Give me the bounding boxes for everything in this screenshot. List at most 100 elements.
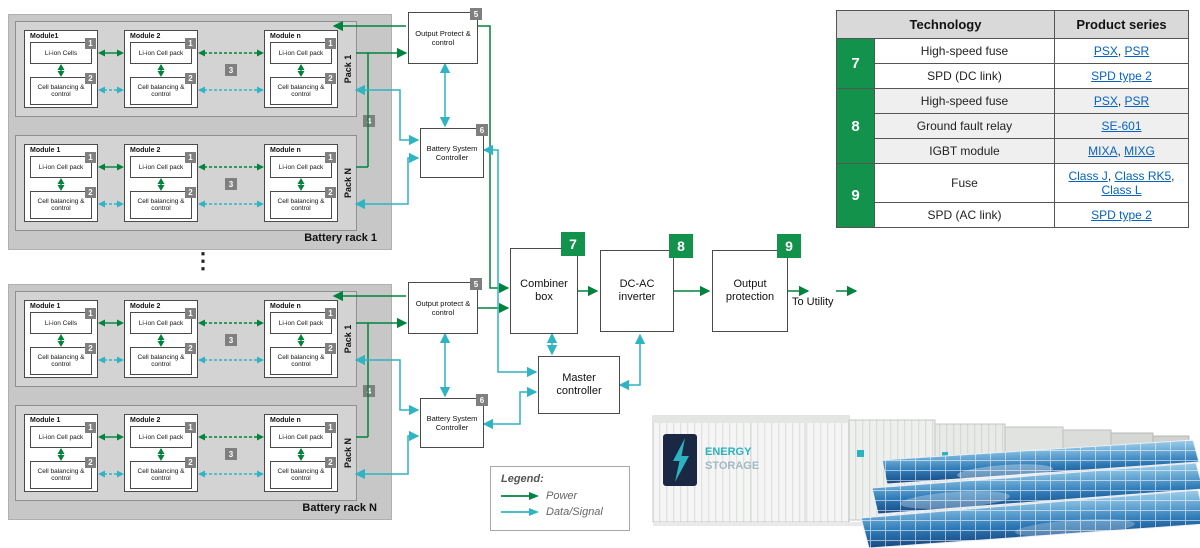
module-connector: 3 <box>198 300 264 378</box>
product-link[interactable]: Class L <box>1101 183 1142 197</box>
signal-link-arrow <box>98 356 124 364</box>
cell-label: Li-ion Cell pack <box>138 433 184 441</box>
badge-1: 1 <box>325 152 336 163</box>
solar-panels <box>860 439 1200 548</box>
signal-line <box>618 333 646 391</box>
badge-6: 6 <box>476 394 488 406</box>
product-link[interactable]: Class RK5 <box>1114 169 1172 183</box>
master-controller-label: Master controller <box>556 372 602 397</box>
power-arrow-vertical <box>297 448 305 461</box>
product-link[interactable]: SPD type 2 <box>1091 69 1152 83</box>
technology-cell: IGBT module <box>874 138 1055 164</box>
power-arrow-vertical <box>297 334 305 347</box>
product-link[interactable]: MIXA <box>1088 144 1118 158</box>
module-title: Module 1 <box>30 147 61 154</box>
product-link[interactable]: SE-601 <box>1101 119 1142 133</box>
cell-label: Li-ion Cell pack <box>278 49 324 57</box>
badge-1: 1 <box>85 308 96 319</box>
module-connector <box>98 414 124 492</box>
signal-line <box>482 386 538 430</box>
badge-4: 4 <box>363 385 375 397</box>
product-link[interactable]: PSR <box>1124 44 1150 58</box>
badge-7: 7 <box>561 232 585 256</box>
module-connector <box>98 300 124 378</box>
product-link[interactable]: PSX <box>1093 44 1118 58</box>
cell-ctrl-link <box>130 178 192 191</box>
group-number-badge: 9 <box>836 163 875 228</box>
ctrl-label: Cell balancing & control <box>37 354 85 368</box>
product-link[interactable]: Class J <box>1068 169 1108 183</box>
technology-cell: SPD (DC link) <box>874 63 1055 89</box>
product-series-cell: PSX, PSR <box>1054 88 1189 114</box>
badge-2: 2 <box>185 73 196 84</box>
power-link-arrow <box>98 319 124 327</box>
output-protect-label: Output protect & control <box>415 299 471 317</box>
cell-label: Li-ion Cell pack <box>278 163 324 171</box>
badge-9: 9 <box>777 234 801 258</box>
cell-label: Li-ion Cells <box>44 319 78 327</box>
cell-ctrl-link <box>270 334 332 347</box>
technology-cell: High-speed fuse <box>874 38 1055 64</box>
product-link[interactable]: SPD type 2 <box>1091 208 1152 222</box>
technology-cell: Fuse <box>874 163 1055 203</box>
inverter-label: DC-AC inverter <box>618 278 656 303</box>
power-arrow-vertical <box>157 448 165 461</box>
power-link-arrow <box>98 433 124 441</box>
cell-label: Li-ion Cell pack <box>278 433 324 441</box>
legend-item-power: Power <box>501 490 619 502</box>
legend-power-label: Power <box>546 490 578 502</box>
cell-ctrl-link <box>130 448 192 461</box>
combiner-label: Combiner box <box>520 278 568 303</box>
module-title: Module n <box>270 147 301 154</box>
module-title: Module1 <box>30 33 59 40</box>
module-title: Module 2 <box>130 417 161 424</box>
power-arrow-vertical <box>157 178 165 191</box>
product-link[interactable]: PSX <box>1093 94 1118 108</box>
lightning-icon <box>673 438 689 482</box>
product-link[interactable]: MIXG <box>1124 144 1155 158</box>
product-link[interactable]: PSR <box>1124 94 1150 108</box>
ctrl-label: Cell balancing & control <box>277 84 325 98</box>
cell-label: Li-ion Cell pack <box>38 163 84 171</box>
module-title: Module 1 <box>30 417 61 424</box>
signal-link-arrow <box>198 356 264 364</box>
badge-4: 4 <box>363 115 375 127</box>
energy-storage-photo: ENERGY STORAGE <box>652 415 1200 548</box>
cell-ctrl-link <box>30 64 92 77</box>
badge-3: 3 <box>225 334 237 346</box>
signal-link-arrow <box>98 470 124 478</box>
badge-2: 2 <box>185 187 196 198</box>
badge-1: 1 <box>185 152 196 163</box>
module-title: Module n <box>270 417 301 424</box>
badge-2: 2 <box>85 73 96 84</box>
battery-system-controller-rackN: Battery System Controller 6 <box>420 394 488 448</box>
ctrl-label: Cell balancing & control <box>277 354 325 368</box>
power-link-arrow <box>98 49 124 57</box>
cell-label: Li-ion Cell pack <box>138 49 184 57</box>
